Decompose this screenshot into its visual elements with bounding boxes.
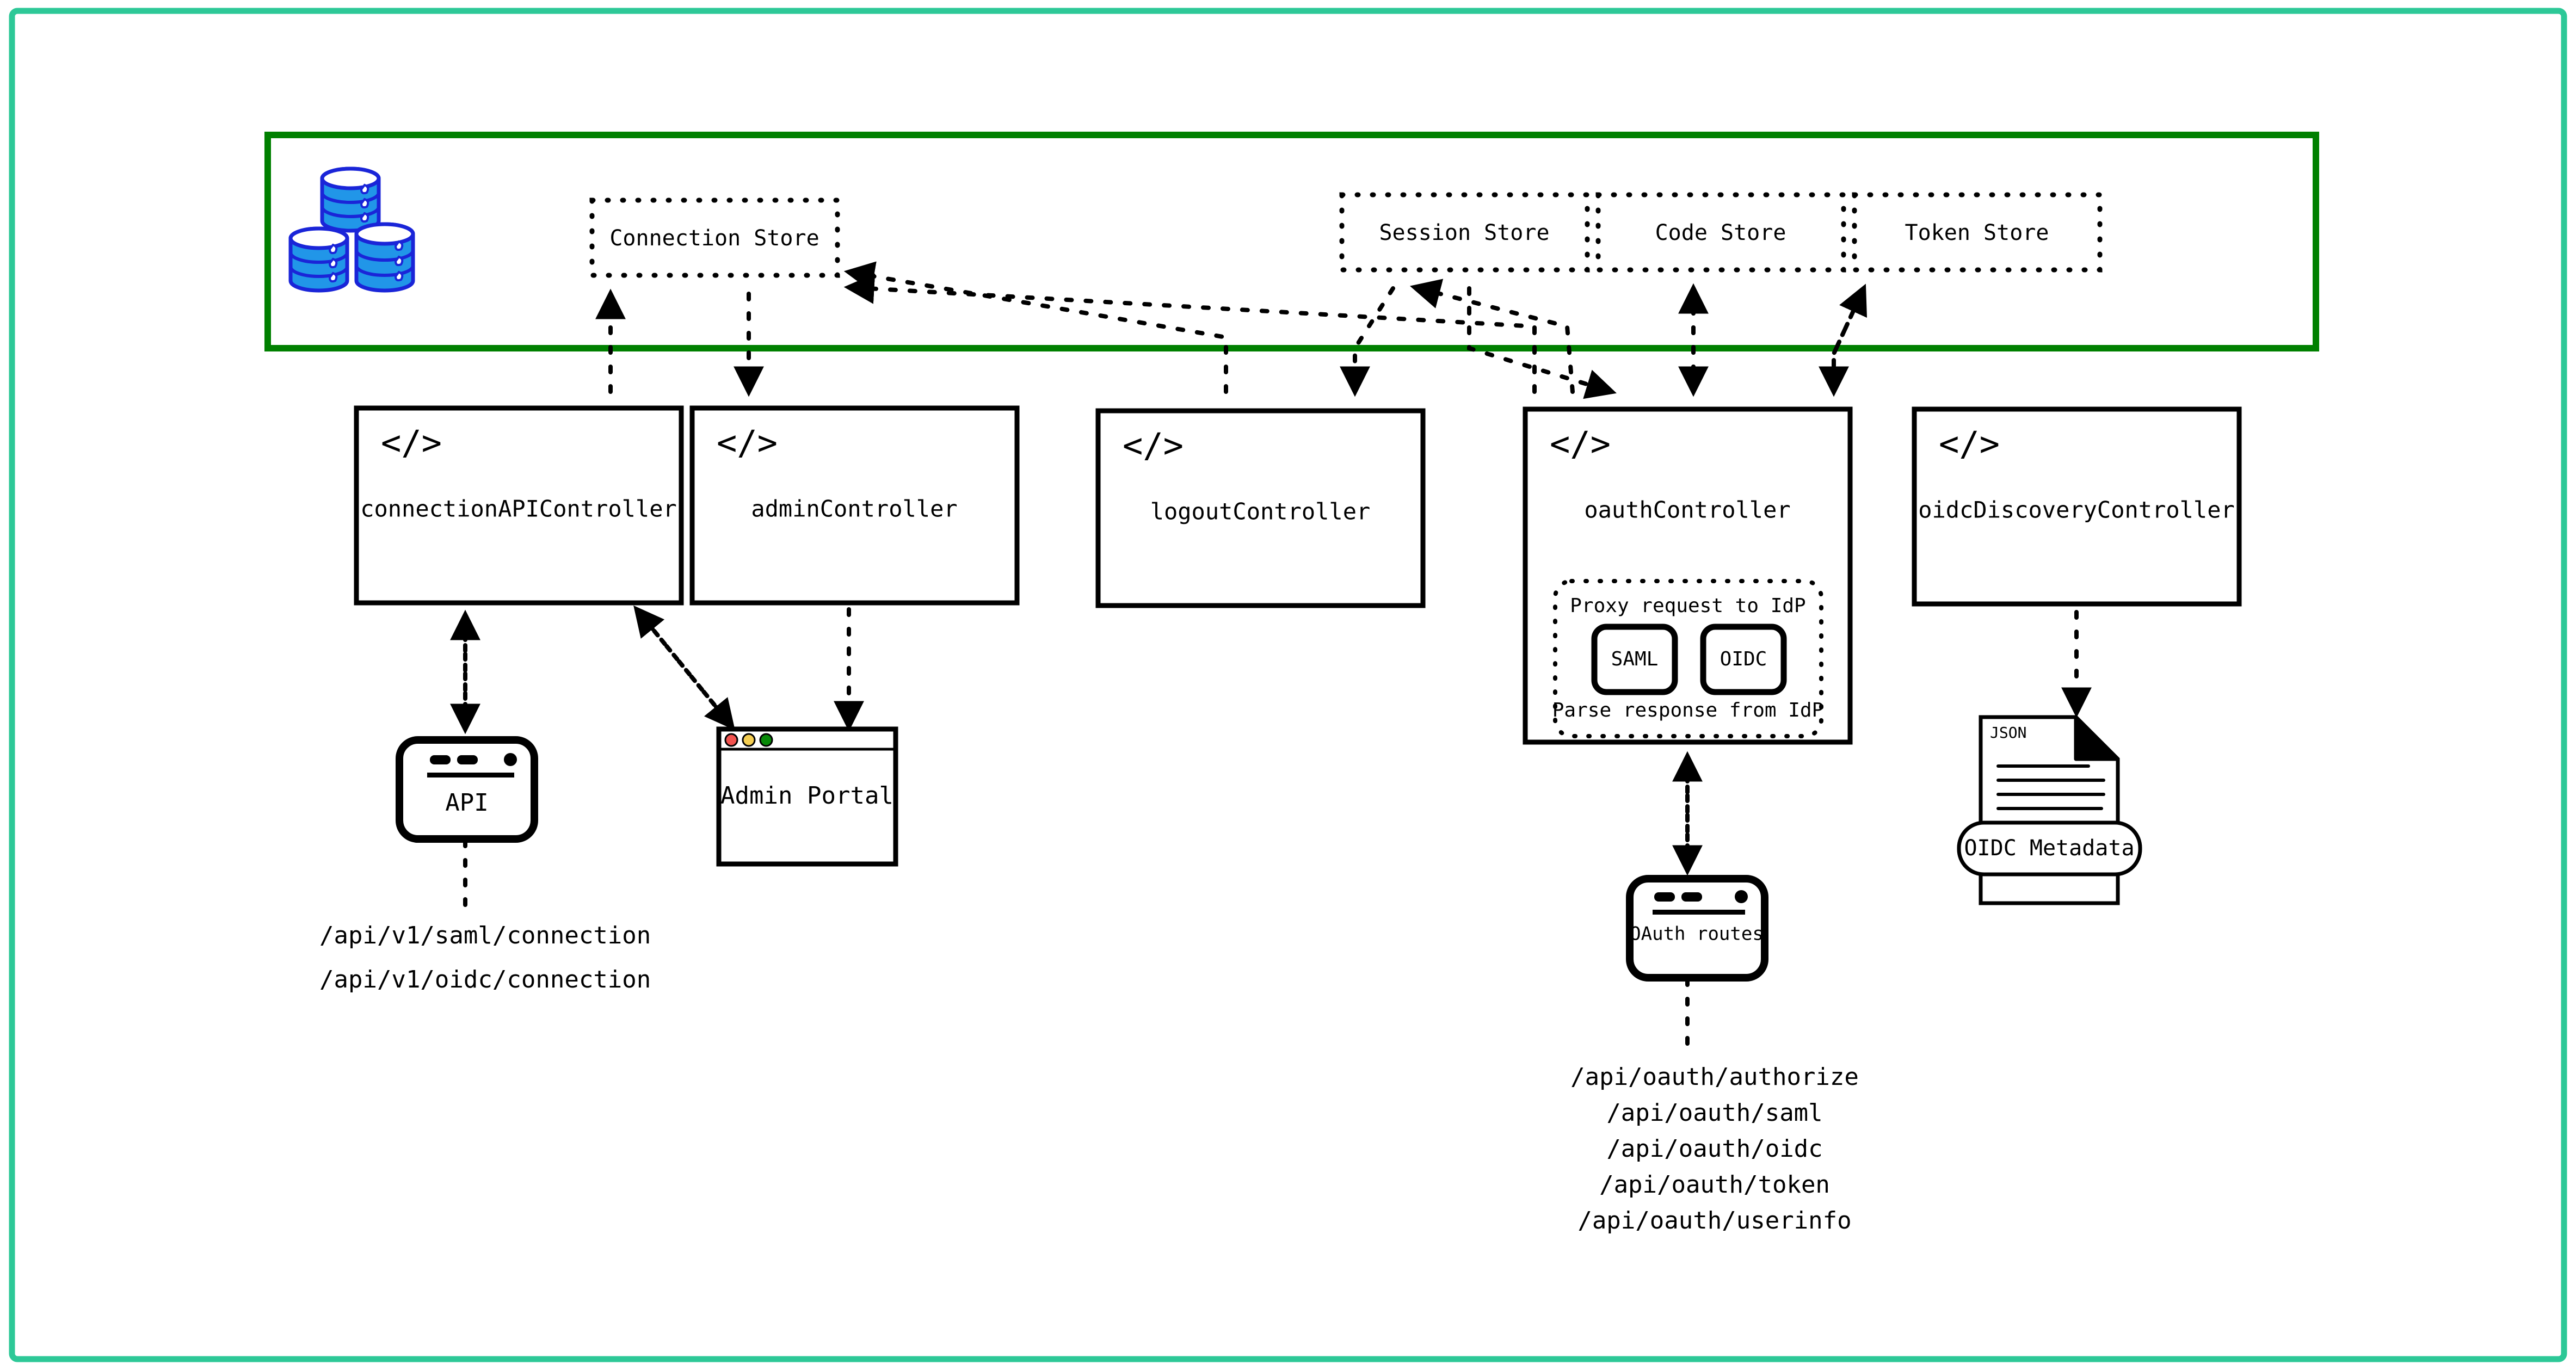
api-window[interactable]: API [396,736,538,843]
arrow-adminportal-to-connapi [633,605,734,729]
code-store-label: Code Store [1655,220,1786,245]
proxy-request-label: Proxy request to IdP [1570,595,1805,617]
diagram-frame [9,8,2567,1362]
logout-controller-box[interactable]: </> logoutController [1095,408,1426,608]
oauth-routes-window-label: OAuth routes [1630,923,1764,945]
endpoint-item: /api/oauth/authorize [1570,1063,1859,1091]
connection-api-controller-label: connectionAPIController [360,496,677,522]
oidc-chip[interactable]: OIDC [1700,624,1787,695]
admin-portal-window[interactable]: Admin Portal [716,726,898,867]
parse-response-label: Parse response from IdP [1552,699,1824,721]
oauth-controller-label: oauthController [1584,497,1790,523]
code-icon: </> [1550,424,1611,464]
traffic-light-red [724,733,738,747]
saml-chip[interactable]: SAML [1591,624,1678,695]
idp-proxy-panel: Proxy request to IdP SAML OIDC Parse res… [1552,579,1824,738]
endpoint-item: /api/v1/oidc/connection [319,966,651,993]
token-store-box[interactable]: Token Store [1852,192,2103,273]
endpoint-item: /api/oauth/token [1599,1171,1830,1199]
connection-store-label: Connection Store [609,226,819,251]
code-icon: </> [381,423,442,462]
admin-controller-box[interactable]: </> adminController [689,405,1020,606]
arrow-oauth-to-tokenstore [1832,283,1868,394]
session-store-label: Session Store [1379,220,1549,245]
traffic-light-green [759,733,773,747]
saml-chip-label: SAML [1611,648,1659,670]
session-store-box[interactable]: Session Store [1339,192,1590,273]
database-icon [288,166,415,293]
oauth-routes-window[interactable]: OAuth routes [1626,875,1768,982]
connection-store-box[interactable]: Connection Store [589,198,840,278]
code-icon: </> [1939,424,2000,464]
json-file-type-label: JSON [1990,724,2026,742]
arrow-sessionstore-to-logout [1340,286,1395,397]
oidc-metadata-document[interactable]: JSON OIDC Metadata [1957,715,2142,905]
arrow-oauth-to-connstore [843,273,1537,394]
admin-controller-label: adminController [751,496,957,522]
admin-portal-window-label: Admin Portal [720,782,893,810]
store-controller-connectors [595,261,1868,399]
endpoint-item: /api/oauth/userinfo [1577,1207,1851,1235]
oidc-chip-label: OIDC [1720,648,1767,670]
arrow-tokenstore-to-oauth [1819,286,1866,397]
endpoint-item: /api/v1/saml/connection [319,922,651,949]
connection-api-controller-box[interactable]: </> connectionAPIController [354,405,684,606]
oidc-discovery-controller-label: oidcDiscoveryController [1918,497,2235,523]
oauth-controller-box[interactable]: </> oauthController Proxy request to IdP… [1523,406,1853,745]
controller-client-connectors [450,605,2092,876]
endpoint-item: /api/oauth/oidc [1606,1135,1822,1163]
token-store-label: Token Store [1905,220,2049,245]
code-icon: </> [1123,425,1184,465]
oidc-metadata-label: OIDC Metadata [1964,836,2134,861]
endpoint-item: /api/oauth/saml [1606,1099,1822,1127]
logout-controller-label: logoutController [1150,498,1371,525]
code-icon: </> [717,423,778,462]
code-store-box[interactable]: Code Store [1595,192,1846,273]
endpoint-stubs [463,838,1690,1058]
oidc-discovery-controller-box[interactable]: </> oidcDiscoveryController [1912,406,2242,607]
api-window-label: API [445,789,488,817]
arrow-logout-to-connstore [843,261,1228,394]
arrow-sessionstore-to-oauth [1467,286,1617,399]
traffic-light-yellow [742,733,756,747]
connection-endpoint-list: /api/v1/saml/connection /api/v1/oidc/con… [319,922,651,993]
datastore-container [264,132,2319,351]
oauth-endpoint-list: /api/oauth/authorize /api/oauth/saml /ap… [1570,1063,1859,1235]
arrow-oauth-to-sessionstore [1409,279,1575,394]
